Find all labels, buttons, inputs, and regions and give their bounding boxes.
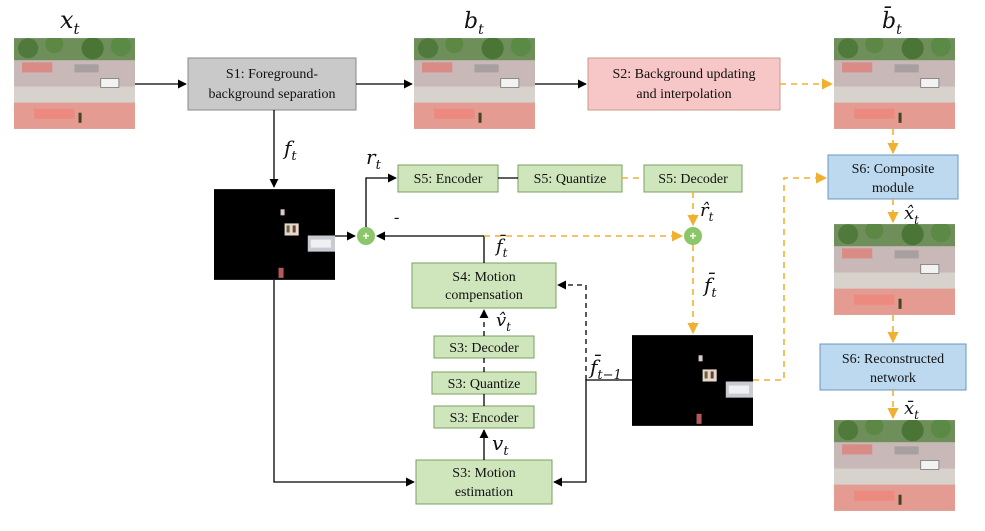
label-x-t: xt [60,6,81,38]
svg-text:v̂t: v̂t [496,310,511,334]
final-output-image [834,420,955,511]
s6-composite-box: S6: Composite module [827,154,959,200]
s3me-label-line2: estimation [455,485,513,500]
s3-motion-estimation-box: S3: Motion estimation [415,459,553,505]
s2-label-line2: and interpolation [636,87,731,102]
label-fhat-t: f̄t [494,233,508,260]
s4-label-line1: S4: Motion [452,270,515,285]
s3-quantize-label: S3: Quantize [448,377,521,392]
reconstruction-plus-node: + [684,227,702,245]
svg-text:b̄t: b̄t [882,6,902,38]
dashed-foreground-to-composite [753,172,828,381]
s1-label-line2: background separation [208,87,335,102]
svg-text:f̄t: f̄t [702,272,717,301]
s1-label-line1: S1: Foreground- [226,67,319,82]
s3-encoder-box: S3: Encoder [433,405,535,429]
s2-box: S2: Background updating and interpolatio… [587,57,781,111]
label-fbar-t-minus-1: f̄t−1 [588,354,622,383]
residual-plus-node: + [357,227,375,245]
s4-label-line2: compensation [445,288,523,303]
s5-quantize-box: S5: Quantize [517,164,623,193]
s6r-label-line2: network [870,371,916,386]
label-minus-sign: - [394,209,399,226]
arrow-prev-frame-to-motion-estimation [553,379,632,487]
svg-text:xt: xt [60,6,81,38]
s1-box: S1: Foreground- background separation [187,57,357,111]
svg-text:rt: rt [366,145,382,173]
label-f-t: ft [282,136,297,164]
label-xhat-t: x̂t [904,203,919,227]
composite-output-image [834,224,955,315]
label-fbar-t: f̄t [702,272,717,301]
input-frame-image [14,38,135,129]
s5-decoder-label: S5: Decoder [658,172,728,187]
dashed-prev-frame-to-s4 [557,280,587,380]
s6c-label-line1: S6: Composite [852,162,935,177]
label-xbar-t: x̄t [904,398,919,422]
reconstructed-foreground-image [632,335,753,426]
s2-label-line1: S2: Background updating [612,67,755,82]
label-vhat-t: v̂t [496,310,511,334]
s5-encoder-label: S5: Encoder [414,172,483,187]
s6c-label-line2: module [872,181,914,196]
s5-decoder-box: S5: Decoder [643,164,743,193]
svg-text:bt: bt [464,9,484,38]
label-bbar-t: b̄t [882,6,902,38]
arrow-foreground-to-motion-estimation [273,280,415,487]
arrow-plus-to-s5-encoder [365,173,397,227]
svg-text:x̄t: x̄t [904,398,919,422]
svg-text:x̂t: x̂t [904,203,919,227]
svg-text:vt: vt [492,431,509,459]
label-b-t: bt [464,9,484,38]
svg-text:+: + [689,229,696,243]
label-rhat-t: r̂t [700,200,714,224]
s3-encoder-label: S3: Encoder [450,411,519,426]
foreground-image [214,189,335,280]
s5-encoder-box: S5: Encoder [397,164,499,193]
s3me-label-line1: S3: Motion [452,466,515,481]
svg-text:f̄t: f̄t [494,233,508,260]
background-frame-image [414,38,535,129]
arrow-s4-to-plus [376,231,485,263]
s6-reconstructed-box: S6: Reconstructed network [819,343,967,391]
s3-quantize-box: S3: Quantize [431,371,537,395]
label-r-t: rt [366,145,382,173]
label-v-t: vt [492,431,509,459]
svg-text:ft: ft [282,136,297,164]
updated-background-image [834,38,955,129]
s3-decoder-box: S3: Decoder [433,335,535,359]
s3-decoder-label: S3: Decoder [449,341,519,356]
svg-text:f̄t−1: f̄t−1 [588,354,622,383]
s5-quantize-label: S5: Quantize [534,172,607,187]
svg-text:r̂t: r̂t [700,200,714,224]
s6r-label-line1: S6: Reconstructed [842,352,944,367]
s4-box: S4: Motion compensation [411,262,557,309]
svg-text:+: + [362,229,369,243]
